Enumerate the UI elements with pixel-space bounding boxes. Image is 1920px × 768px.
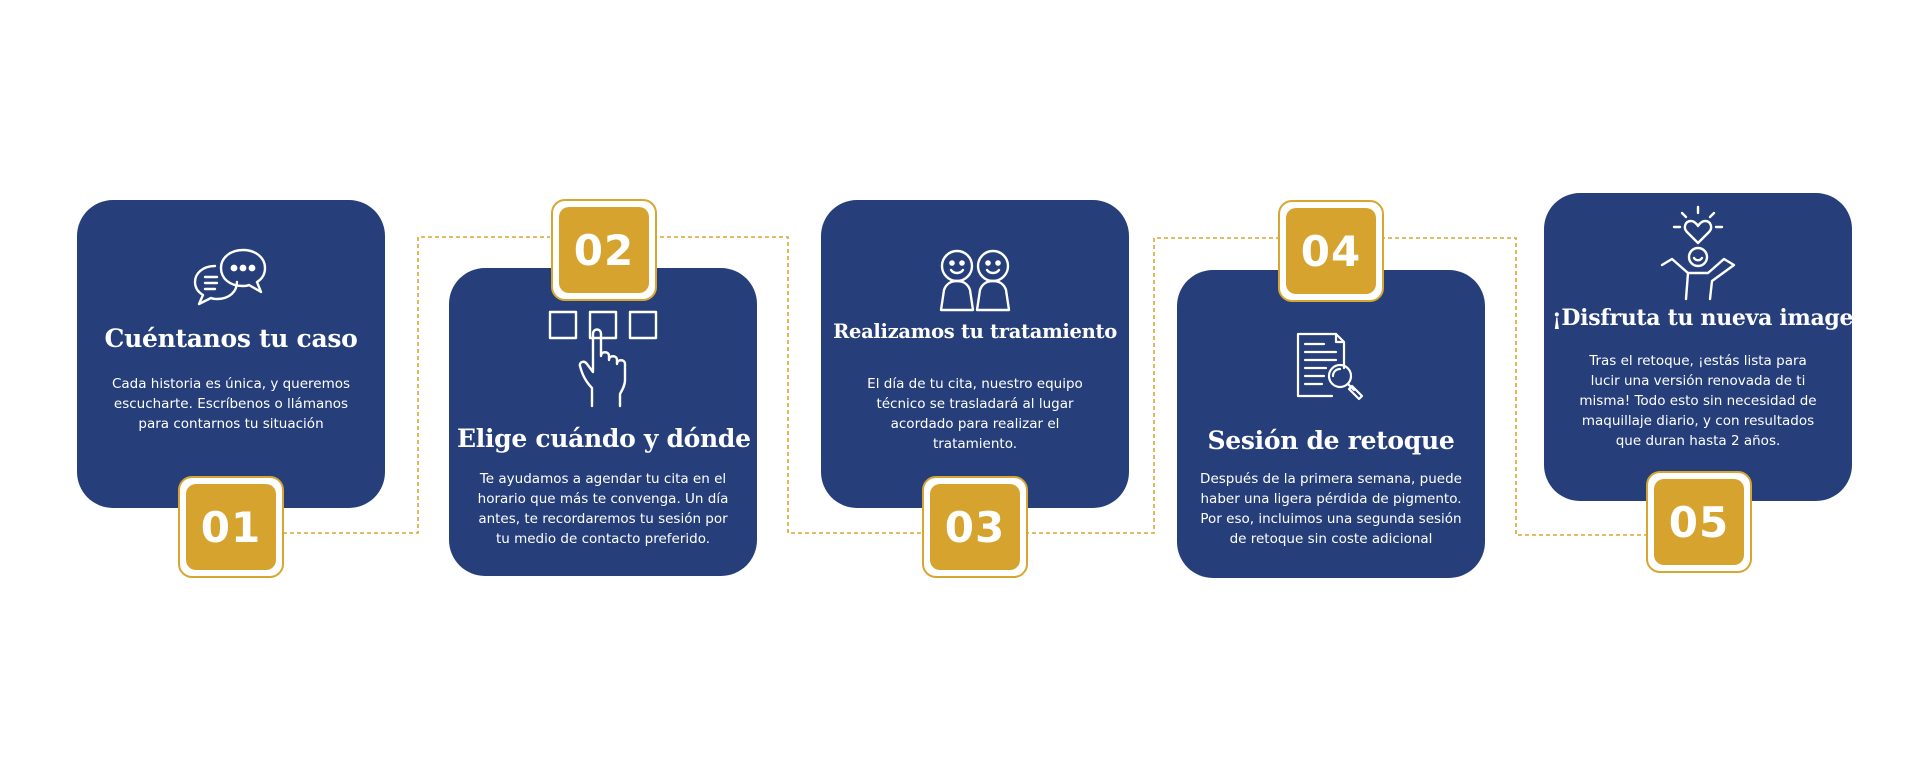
step-title: Elige cuándo y dónde <box>457 424 751 453</box>
step-card-4: Sesión de retoque Después de la primera … <box>1177 270 1485 578</box>
step-description: Cada historia es única, y queremos escuc… <box>111 376 351 432</box>
step-number-badge-3: 03 <box>922 476 1028 578</box>
step-title: Sesión de retoque <box>1207 426 1455 455</box>
step-title: ¡Disfruta tu nueva imagen! <box>1552 305 1879 331</box>
step-card-1: Cuéntanos tu caso Cada historia es única… <box>77 200 385 508</box>
step-description: Tras el retoque, ¡estás lista para lucir… <box>1579 353 1817 449</box>
step-number-badge-5: 05 <box>1646 471 1752 573</box>
step-number: 05 <box>1654 479 1744 565</box>
connector-4-5 <box>1381 237 1646 536</box>
step-description: Te ayudamos a agendar tu cita en el hora… <box>477 471 729 547</box>
step-number: 02 <box>559 207 649 293</box>
step-title: Cuéntanos tu caso <box>104 324 358 353</box>
step-number: 04 <box>1286 208 1376 294</box>
step-number-badge-2: 02 <box>551 199 657 301</box>
step-number: 03 <box>930 484 1020 570</box>
two-people-icon <box>821 248 1129 312</box>
connector-3-4 <box>1025 237 1278 534</box>
step-number: 01 <box>186 484 276 570</box>
step-description: Después de la primera semana, puede habe… <box>1200 471 1462 547</box>
step-number-badge-1: 01 <box>178 476 284 578</box>
connector-2-3 <box>653 236 922 534</box>
step-card-5: ¡Disfruta tu nueva imagen! Tras el retoq… <box>1544 193 1879 501</box>
touch-select-icon <box>449 310 757 408</box>
step-number-badge-4: 04 <box>1278 200 1384 302</box>
step-description: El día de tu cita, nuestro equipo técnic… <box>867 376 1083 452</box>
connector-1-2 <box>283 236 550 534</box>
step-title: Realizamos tu tratamiento <box>833 320 1117 343</box>
happy-person-heart-icon <box>1544 205 1852 301</box>
step-card-2: Elige cuándo y dónde Te ayudamos a agend… <box>449 268 757 576</box>
document-search-icon <box>1177 332 1485 402</box>
step-card-3: Realizamos tu tratamiento El día de tu c… <box>821 200 1129 508</box>
chat-bubbles-icon <box>77 248 385 306</box>
